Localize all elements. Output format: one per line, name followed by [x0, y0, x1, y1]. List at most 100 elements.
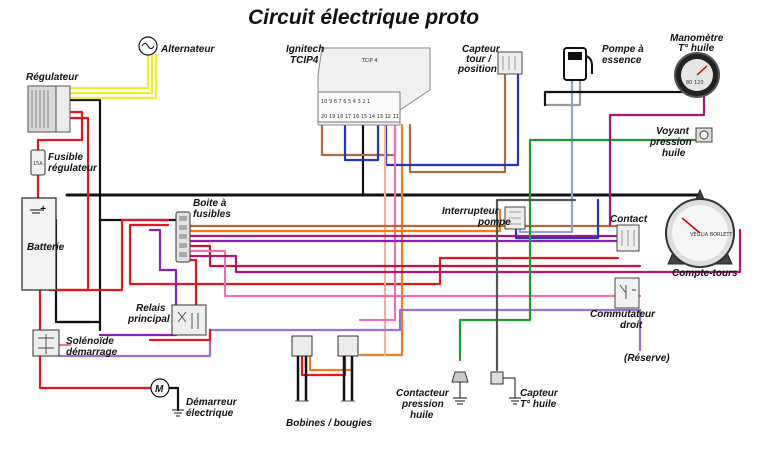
label-alternateur: Alternateur [160, 44, 215, 55]
alt-wire-3 [68, 53, 158, 100]
label-contacteur-3: huile [410, 410, 434, 421]
alt-wire-1 [68, 53, 150, 90]
label-pompe-1: Pompe à [602, 44, 644, 55]
label-reserve: (Réserve) [624, 353, 670, 364]
fuse-value: 15A [33, 161, 43, 167]
label-capteur-tour-2: tour / [466, 54, 492, 65]
oil-pressure-light [695, 127, 713, 143]
right-switch [614, 277, 640, 309]
label-regulateur: Régulateur [26, 72, 79, 83]
solenoid [32, 329, 60, 357]
label-demarreur-2: électrique [186, 408, 234, 419]
black-gauge [543, 90, 692, 107]
label-contacteur-1: Contacteur [396, 388, 450, 399]
label-pompe-2: essence [602, 55, 642, 66]
label-contact: Contact [610, 214, 648, 225]
label-ignitech-1: Ignitech [286, 44, 324, 55]
main-relay [171, 304, 207, 336]
gray-pump [543, 78, 582, 107]
label-fusible-2: régulateur [48, 163, 98, 174]
tacho-brand: VEGLIA BORLETTI [690, 232, 734, 238]
svg-text:80 120: 80 120 [686, 80, 704, 86]
svg-text:10 9 8 7 6 5 4 3 2 1: 10 9 8 7 6 5 4 3 2 1 [321, 99, 370, 105]
ignitech-box-label: TCIP 4 [361, 58, 378, 64]
oil-temp-gauge: 80 120 [674, 52, 720, 98]
label-capteur-t-1: Capteur [520, 388, 559, 399]
page-title: Circuit électrique proto [248, 6, 479, 29]
label-boite-1: Boite à [193, 198, 227, 209]
label-demarreur-1: Démarreur [186, 397, 238, 408]
red-box-relay-2 [188, 258, 198, 307]
regulator [27, 85, 71, 133]
blue-1 [343, 123, 380, 162]
motor-symbol: M [155, 384, 164, 395]
fuse-box [175, 211, 191, 263]
gray-oiltemp [495, 198, 577, 372]
red-fuse [36, 138, 84, 152]
label-fusible-1: Fusible [48, 152, 83, 163]
ignition-contact [616, 224, 640, 252]
magenta-gauge [608, 94, 706, 227]
label-solenoide-1: Solénoïde [66, 336, 114, 347]
brown-2 [408, 58, 507, 174]
label-capteur-tour-3: position [457, 64, 497, 75]
pink-box [188, 249, 642, 298]
label-interrupteur-1: Interrupteur [442, 206, 500, 217]
red-coil [300, 353, 347, 377]
red-reg-1 [68, 110, 84, 142]
label-manometre-1: Manomètre [670, 33, 724, 44]
fuse-regulator: 15A [30, 149, 46, 176]
label-relais-2: principal [127, 314, 170, 325]
battery: Batterie + [21, 197, 65, 291]
sensor-tour [497, 51, 523, 75]
crimson-box [188, 244, 642, 268]
ground-motor [168, 386, 180, 412]
label-commutateur-1: Commutateur [590, 309, 656, 320]
label-capteur-t-2: T° huile [520, 399, 557, 410]
svg-text:+: + [40, 204, 46, 215]
ignitech-box: TCIP 4 10 9 8 7 6 5 4 3 2 1 20 19 18 17 … [317, 47, 431, 126]
label-voyant-2: pression [649, 137, 692, 148]
red-relay-sol [148, 328, 212, 342]
label-solenoide-2: démarrage [66, 347, 118, 358]
violet-res [58, 308, 642, 358]
lightblue-pump [518, 58, 574, 234]
starter-motor: M [150, 378, 184, 417]
purple-box-2 [98, 228, 178, 337]
fuel-pump-icon [563, 47, 593, 81]
wires [34, 53, 742, 412]
red-box-relay [128, 223, 620, 286]
label-manometre-2: T° huile [678, 43, 715, 54]
label-voyant-3: huile [662, 148, 686, 159]
label-bobines: Bobines / bougies [286, 418, 373, 429]
pink-ign [358, 123, 397, 322]
orange-ign [358, 123, 404, 357]
oil-temp-sensor [490, 371, 521, 405]
label-commutateur-2: droit [620, 320, 643, 331]
red-batt-box [48, 218, 170, 292]
coils [291, 335, 359, 402]
label-voyant-1: Voyant [656, 126, 690, 137]
label-batterie: Batterie [27, 242, 65, 253]
magenta-box-2 [188, 228, 742, 274]
label-capteur-tour-1: Capteur [462, 44, 501, 55]
ground-bus-reg [65, 98, 102, 332]
label-compte-tours: Compte-tours [672, 268, 738, 279]
red-to-starter [38, 348, 152, 390]
blue-pump [514, 198, 600, 240]
svg-text:20 19 18 17 16 15 14 13 12 11: 20 19 18 17 16 15 14 13 12 11 [321, 114, 399, 120]
tachometer: VEGLIA BORLETTI [665, 188, 735, 268]
green-oil [458, 138, 706, 362]
label-contacteur-2: pression [401, 399, 444, 410]
alt-wire-2 [68, 53, 154, 95]
pump-switch [504, 206, 526, 230]
battery-ground [30, 209, 42, 214]
label-boite-2: fusibles [193, 209, 231, 220]
oil-pressure-switch [451, 371, 469, 405]
alternator [138, 36, 158, 56]
label-interrupteur-2: pompe [477, 217, 511, 228]
label-ignitech-2: TCIP4 [290, 55, 319, 66]
label-relais-1: Relais [136, 303, 166, 314]
